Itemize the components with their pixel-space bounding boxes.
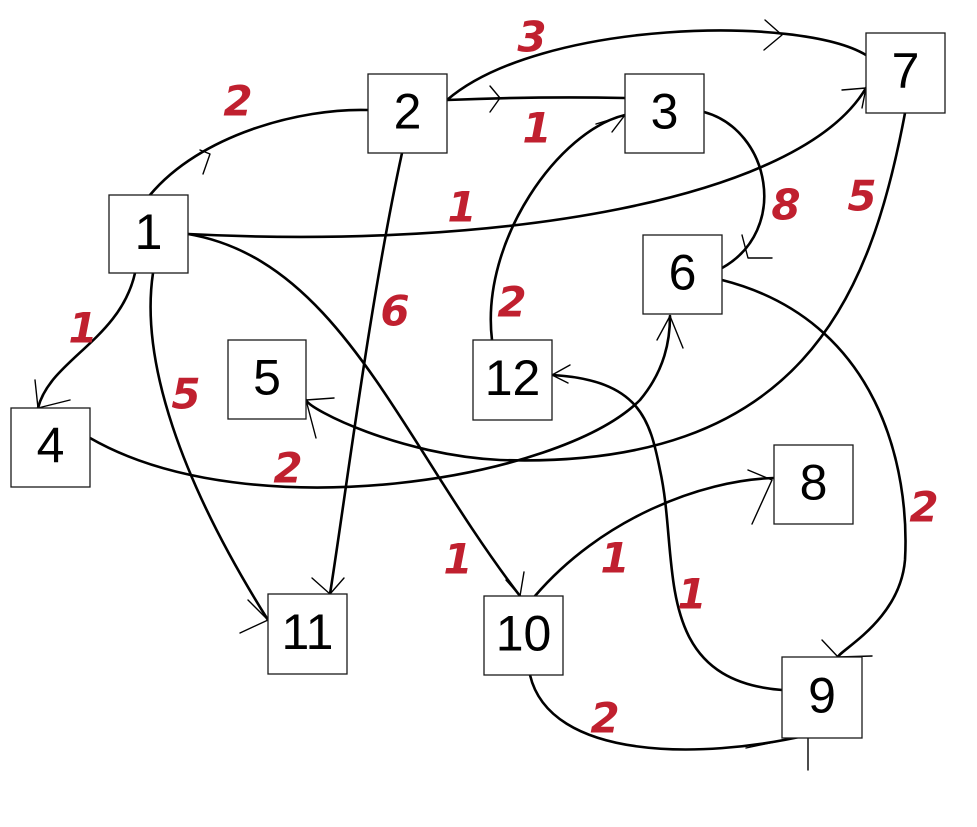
- node-box: [267, 593, 348, 675]
- edge-9-to-12: [550, 373, 784, 692]
- node-box: [865, 32, 946, 114]
- node-label: 7: [892, 43, 920, 99]
- node-4: 4: [10, 407, 91, 488]
- edge-weight-2-to-3: 1: [522, 104, 551, 153]
- edge-weight-2-to-11: 6: [380, 287, 409, 336]
- edge-weight-3-to-6: 8: [771, 181, 800, 230]
- edge-12-to-3: [489, 113, 627, 342]
- node-label: 5: [253, 350, 281, 406]
- node-label: 6: [669, 245, 697, 301]
- node-box: [367, 73, 448, 154]
- arrowhead-1-to-10: [505, 571, 525, 597]
- edges-layer: [34, 19, 907, 771]
- arrowhead-2-to-3: [489, 85, 501, 113]
- edge-7-to-5: [304, 111, 907, 462]
- edge-1-to-4: [36, 271, 137, 410]
- node-10: 10: [483, 595, 564, 676]
- edge-1-to-7: [186, 86, 868, 239]
- arrowhead-1-to-2: [199, 149, 211, 175]
- node-9: 9: [781, 656, 863, 739]
- node-label: 11: [282, 604, 334, 660]
- node-box: [773, 444, 854, 525]
- node-5: 5: [227, 339, 307, 420]
- node-6: 6: [642, 234, 723, 315]
- node-12: 12: [472, 339, 553, 421]
- node-box: [10, 407, 91, 488]
- arrowhead-2-to-11: [311, 577, 345, 595]
- node-8: 8: [773, 444, 854, 525]
- edge-weight-1-to-4: 1: [68, 304, 97, 353]
- node-label: 9: [808, 668, 836, 724]
- node-label: 3: [651, 84, 679, 140]
- edge-weight-4-to-6: 2: [273, 444, 302, 493]
- edge-weight-2-to-7: 3: [517, 13, 546, 62]
- node-11: 11: [267, 593, 348, 675]
- node-box: [642, 234, 723, 315]
- arrowhead-1-to-11: [239, 599, 269, 634]
- node-label: 8: [800, 455, 828, 511]
- edge-1-to-10: [186, 232, 522, 598]
- edge-4-to-6: [88, 314, 672, 489]
- node-box: [624, 73, 705, 154]
- edge-10-to-8: [533, 476, 776, 598]
- arrowhead-2-to-7: [763, 19, 783, 51]
- node-label: 1: [135, 204, 163, 260]
- arrowhead-9-to-12: [551, 364, 571, 384]
- edge-weight-12-to-3: 2: [497, 278, 526, 327]
- node-1: 1: [108, 194, 189, 274]
- edge-1-to-2: [148, 108, 370, 197]
- edge-weight-10-to-9: 2: [590, 694, 619, 743]
- node-box: [483, 595, 564, 676]
- arrowhead-10-to-8: [747, 469, 773, 525]
- edge-2-to-7: [445, 29, 868, 102]
- edge-2-to-3: [445, 96, 627, 102]
- node-label: 12: [485, 350, 541, 406]
- edge-weight-1-to-10: 1: [443, 535, 472, 584]
- node-2: 2: [367, 73, 448, 154]
- node-7: 7: [865, 32, 946, 114]
- edge-2-to-11: [328, 151, 404, 596]
- node-box: [781, 656, 863, 739]
- edge-weight-10-to-8: 1: [600, 534, 629, 583]
- edge-6-to-9: [720, 278, 907, 659]
- edge-1-to-11: [149, 271, 270, 622]
- edge-weight-1-to-2: 2: [223, 77, 252, 126]
- node-label: 4: [37, 418, 65, 474]
- edge-weight-9-to-12: 1: [677, 570, 706, 619]
- edge-weight-1-to-7: 1: [447, 183, 476, 232]
- node-box: [472, 339, 553, 421]
- node-label: 2: [394, 84, 422, 140]
- edge-weight-1-to-11: 5: [171, 370, 200, 419]
- edge-weight-6-to-9: 2: [909, 483, 938, 532]
- node-box: [108, 194, 189, 274]
- node-label: 10: [496, 606, 552, 662]
- node-box: [227, 339, 307, 420]
- node-3: 3: [624, 73, 705, 154]
- arrowhead-4-to-6: [656, 315, 684, 349]
- edge-3-to-6: [702, 110, 766, 270]
- edge-weight-7-to-5: 5: [847, 172, 876, 221]
- arrowhead-3-to-6: [741, 234, 773, 259]
- edge-10-to-9: [528, 673, 810, 751]
